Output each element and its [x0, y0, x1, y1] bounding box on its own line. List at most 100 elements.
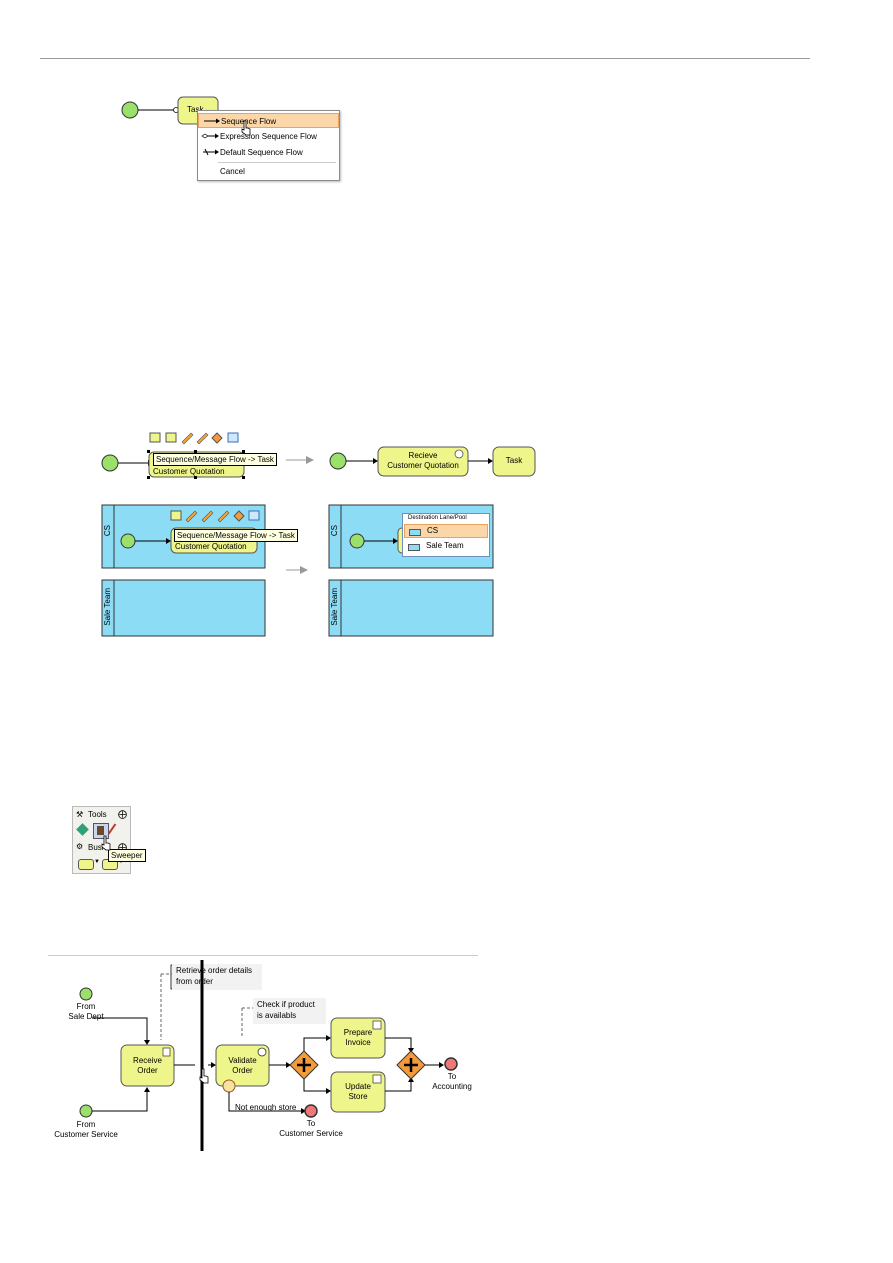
lane-label: Sale Team — [330, 588, 339, 626]
sequence-flow[interactable] — [303, 1037, 326, 1051]
label-line: Order — [137, 1066, 158, 1075]
chevron-down-icon[interactable]: ▼ — [118, 859, 124, 865]
resource-icons-bar[interactable] — [149, 432, 239, 445]
label-line: Customer Service — [54, 1130, 118, 1139]
page-top-rule — [40, 58, 810, 59]
selection-handle[interactable] — [242, 450, 245, 453]
popup-item-label: CS — [427, 526, 439, 535]
resource-pencil-icon[interactable] — [181, 432, 194, 445]
start-event[interactable] — [101, 454, 119, 472]
lane-label: CS — [330, 525, 339, 537]
annotation-line: Retrieve order details — [176, 966, 253, 975]
label-line: Update — [345, 1082, 371, 1091]
task-update-store[interactable] — [330, 1071, 386, 1113]
resource-pencil-icon[interactable] — [217, 510, 230, 523]
sequence-flow[interactable] — [92, 1092, 148, 1112]
sweeper-icon — [97, 826, 104, 835]
lane-sale-team[interactable] — [101, 579, 266, 637]
resource-annotation-icon[interactable] — [248, 510, 260, 521]
annotation-text: Retrieve order details from order — [176, 965, 252, 987]
task-label: Validate Order — [216, 1056, 269, 1076]
pin-icon: ⨁ — [118, 809, 127, 819]
resource-pencil-icon[interactable] — [201, 510, 214, 523]
diagram-toolbar: ⚒ Tools ⨁ ⚙ Busi ⨁ ▼ ▼ — [72, 806, 131, 874]
figure-2-resource-centric: Sequence/Message Flow -> Task Customer Q… — [90, 425, 550, 490]
label-line: Customer Service — [279, 1129, 343, 1138]
start-event[interactable] — [120, 533, 136, 549]
annotation-box — [172, 964, 262, 990]
task-label: Update Store — [331, 1082, 385, 1102]
resource-task-icon[interactable] — [170, 510, 182, 521]
tools-group-header[interactable]: ⚒ Tools ⨁ — [75, 809, 128, 821]
label-line: Store — [348, 1092, 368, 1101]
resource-annotation-icon[interactable] — [227, 432, 239, 443]
selection-handle[interactable] — [147, 476, 150, 479]
annotation-line: from order — [176, 977, 213, 986]
start-event[interactable] — [329, 452, 347, 470]
start-event-label: From Sale Dept — [51, 1002, 121, 1022]
task-shape[interactable] — [492, 446, 536, 477]
sweeper-tool-button[interactable] — [93, 823, 109, 839]
plus-icon — [297, 1058, 311, 1072]
popup-item-label: Sale Team — [426, 541, 464, 550]
start-event[interactable] — [349, 533, 365, 549]
resource-task-icon[interactable] — [149, 432, 161, 443]
task-label: Task — [505, 456, 523, 465]
sequence-flow[interactable] — [92, 1017, 148, 1040]
message-start-event[interactable] — [79, 987, 93, 1001]
selection-handle[interactable] — [147, 450, 150, 453]
message-end-event[interactable] — [444, 1057, 458, 1071]
resource-pencil-icon[interactable] — [196, 432, 209, 445]
flow-arrowhead — [373, 458, 378, 464]
popup-item-sale-team[interactable]: Sale Team — [404, 540, 488, 554]
business-label: Busi — [88, 843, 104, 852]
selection-handle[interactable] — [194, 450, 197, 453]
menu-separator — [218, 162, 336, 163]
lane-sale-team[interactable] — [328, 579, 494, 637]
start-event[interactable] — [121, 101, 139, 119]
pen-tool-icon[interactable] — [107, 823, 117, 835]
annotation-text: Check if product is availabls — [257, 999, 315, 1021]
message-end-event[interactable] — [304, 1104, 318, 1118]
sequence-flow[interactable] — [228, 1092, 301, 1112]
plus-icon — [404, 1058, 418, 1072]
resource-pencil-icon[interactable] — [185, 510, 198, 523]
sequence-flow[interactable] — [303, 1079, 326, 1092]
destination-lane-popup[interactable]: Destination Lane/Pool CS Sale Team — [402, 513, 490, 557]
end-event-label: To Accounting — [426, 1072, 478, 1092]
business-icon: ⚙ — [76, 842, 84, 851]
figure-3-cross-lane: CS Sale Team CS Sale Team Sequence/Messa… — [100, 503, 500, 638]
connection-type-menu[interactable]: Sequence Flow Expression Sequence Flow D… — [197, 110, 340, 181]
menu-item-sequence-flow[interactable]: Sequence Flow — [198, 113, 339, 128]
resource-gateway-icon[interactable] — [211, 432, 223, 444]
lane-icon — [409, 529, 421, 536]
resource-gateway-icon[interactable] — [233, 510, 245, 522]
error-boundary-event[interactable] — [222, 1079, 236, 1093]
popup-item-cs[interactable]: CS — [404, 524, 488, 538]
resource-tooltip: Sequence/Message Flow -> Task — [174, 529, 298, 542]
business-group-header[interactable]: ⚙ Busi ⨁ — [75, 842, 128, 854]
sequence-flow[interactable] — [385, 1082, 412, 1092]
menu-item-default-sequence-flow[interactable]: Default Sequence Flow — [198, 145, 339, 160]
menu-item-cancel[interactable]: Cancel — [198, 164, 339, 179]
message-start-event[interactable] — [79, 1104, 93, 1118]
annotation-line: Check if product — [257, 1000, 315, 1009]
chevron-down-icon[interactable]: ▼ — [94, 859, 100, 865]
label-line: Invoice — [345, 1038, 371, 1047]
resource-sub-icon[interactable] — [165, 432, 177, 443]
selection-handle[interactable] — [242, 476, 245, 479]
label-line: Sale Dept — [68, 1012, 104, 1021]
mouse-cursor-icon — [241, 120, 251, 136]
resource-icons-bar[interactable] — [170, 510, 260, 523]
task-tool-icon[interactable] — [78, 859, 94, 870]
mouse-cursor-icon — [101, 835, 111, 851]
toolbar-diamond-icon[interactable] — [76, 823, 89, 836]
flow-arrowhead — [144, 1087, 150, 1092]
flow-arrowhead — [326, 1035, 331, 1041]
menu-item-expression-sequence-flow[interactable]: Expression Sequence Flow — [198, 129, 339, 144]
task-label: Prepare Invoice — [331, 1028, 385, 1048]
sequence-flow[interactable] — [385, 1037, 412, 1048]
selection-handle[interactable] — [194, 476, 197, 479]
flow-arrowhead — [144, 1040, 150, 1045]
label-line: Order — [232, 1066, 253, 1075]
